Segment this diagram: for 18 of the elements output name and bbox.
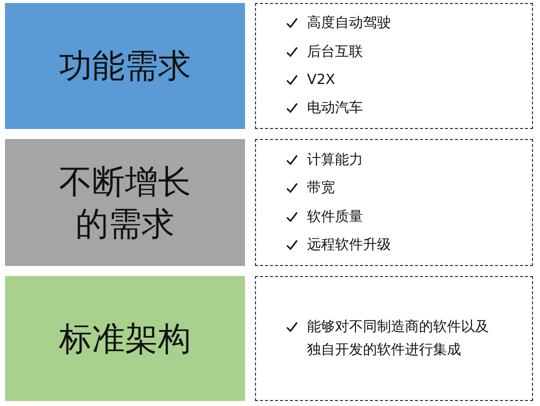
list-item-text: 远程软件升级 xyxy=(307,236,391,255)
list-item-text: 带宽 xyxy=(307,179,335,198)
list-item-text: 计算能力 xyxy=(307,150,363,170)
checklist-box xyxy=(255,276,533,401)
list-item-text: 高度自动驾驶 xyxy=(307,14,391,34)
checklist-box xyxy=(255,3,533,129)
list-item-text: V2X xyxy=(307,71,336,90)
list-item-text: 后台互联 xyxy=(307,42,363,62)
list-item-text: 电动汽车 xyxy=(307,99,363,118)
list-item-text: 能够对不同制造商的软件以及独自开发的软件进行集成 xyxy=(307,318,490,360)
category-box xyxy=(5,139,245,266)
list-item-text: 软件质量 xyxy=(307,208,363,226)
category-title: 功能需求 xyxy=(59,45,191,87)
category-box xyxy=(5,276,245,401)
category-title: 不断增长的需求 xyxy=(58,161,192,244)
category-title: 标准架构 xyxy=(59,318,191,360)
category-box xyxy=(5,3,245,129)
checklist-box xyxy=(255,139,533,266)
